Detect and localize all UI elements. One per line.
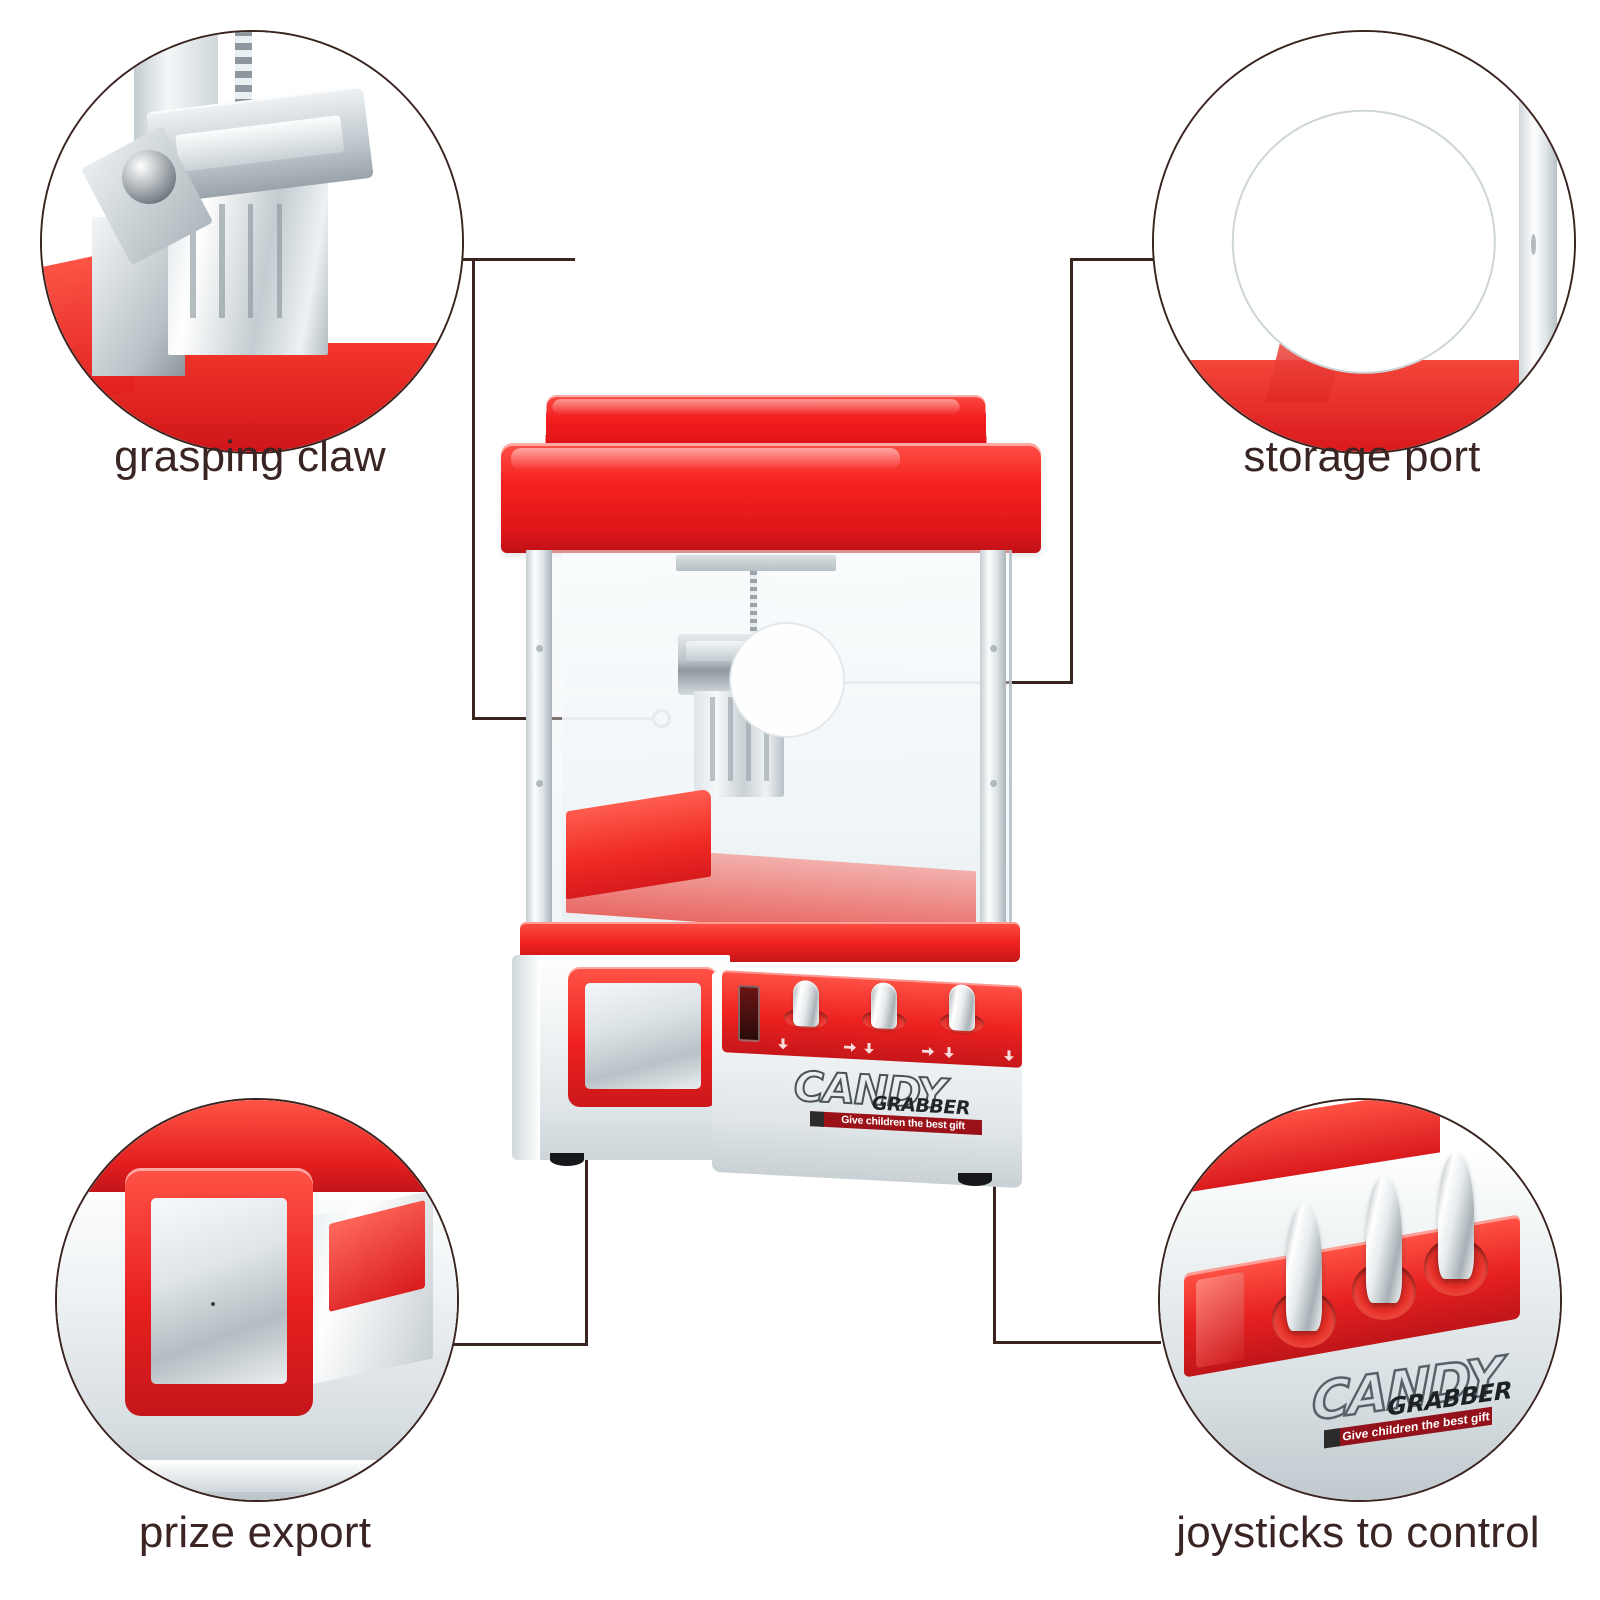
callout-circle-joysticks: CANDY GRABBER Give children the best gif…: [1158, 1098, 1562, 1502]
machine-foot-right: [958, 1173, 992, 1186]
callout-label-prize-export: prize export: [138, 1508, 372, 1557]
machine-canopy: [501, 443, 1041, 553]
connector-line-joystick-segment-2: [993, 1341, 1161, 1344]
cabinet-post-right: [980, 550, 1006, 942]
prize-export-door[interactable]: [568, 967, 718, 1107]
claw-pivot-icon: [121, 149, 177, 205]
storage-port-opening: [730, 623, 844, 737]
machine-foot-left: [550, 1153, 584, 1166]
callout-label-joysticks: joysticks to control: [1176, 1508, 1540, 1557]
connector-line-prize-segment-1: [585, 1088, 588, 1346]
connector-line-claw-segment-1: [455, 258, 575, 261]
connector-line-prize-segment-2: [427, 1343, 588, 1346]
connector-line-joystick-segment-1: [993, 1052, 996, 1344]
callout-circle-prize-export: [55, 1098, 459, 1502]
connector-line-claw-segment-2: [472, 258, 475, 720]
callout-circle-storage-port: [1152, 30, 1576, 454]
storage-port-closeup-image: [1154, 32, 1574, 452]
claw-closeup-image: [42, 32, 462, 452]
callout-label-storage-port: storage port: [1243, 432, 1481, 481]
prize-export-closeup-image: [57, 1100, 457, 1500]
joystick-knob-icon[interactable]: [1424, 1152, 1488, 1296]
control-panel: [722, 970, 1022, 1068]
cabinet-post-left: [526, 550, 552, 942]
claw-chain: [750, 571, 757, 637]
joystick-knob-icon[interactable]: [1272, 1204, 1336, 1348]
connector-line-port-segment-2: [1070, 258, 1073, 684]
product-brand-logo: CANDY GRABBER Give children the best gif…: [793, 1061, 982, 1137]
base-left-block: [512, 955, 730, 1160]
callout-label-grasping-claw: grasping claw: [114, 432, 386, 481]
joystick-knob-left[interactable]: [784, 979, 828, 1031]
prize-door-icon: [125, 1168, 313, 1416]
claw-rail: [676, 555, 836, 571]
callout-circle-grasping-claw: [40, 30, 464, 454]
claw-machine-product: CANDY GRABBER Give children the best gif…: [498, 395, 1058, 1225]
joystick-knob-icon[interactable]: [1352, 1176, 1416, 1320]
joystick-knob-right[interactable]: [940, 984, 984, 1036]
connector-line-port-segment-1: [1070, 258, 1160, 261]
storage-port-hole-icon: [1231, 109, 1497, 375]
joysticks-closeup-image: CANDY GRABBER Give children the best gif…: [1160, 1100, 1560, 1500]
joystick-knob-center[interactable]: [862, 981, 906, 1033]
coin-slot-icon: [1196, 1271, 1244, 1369]
